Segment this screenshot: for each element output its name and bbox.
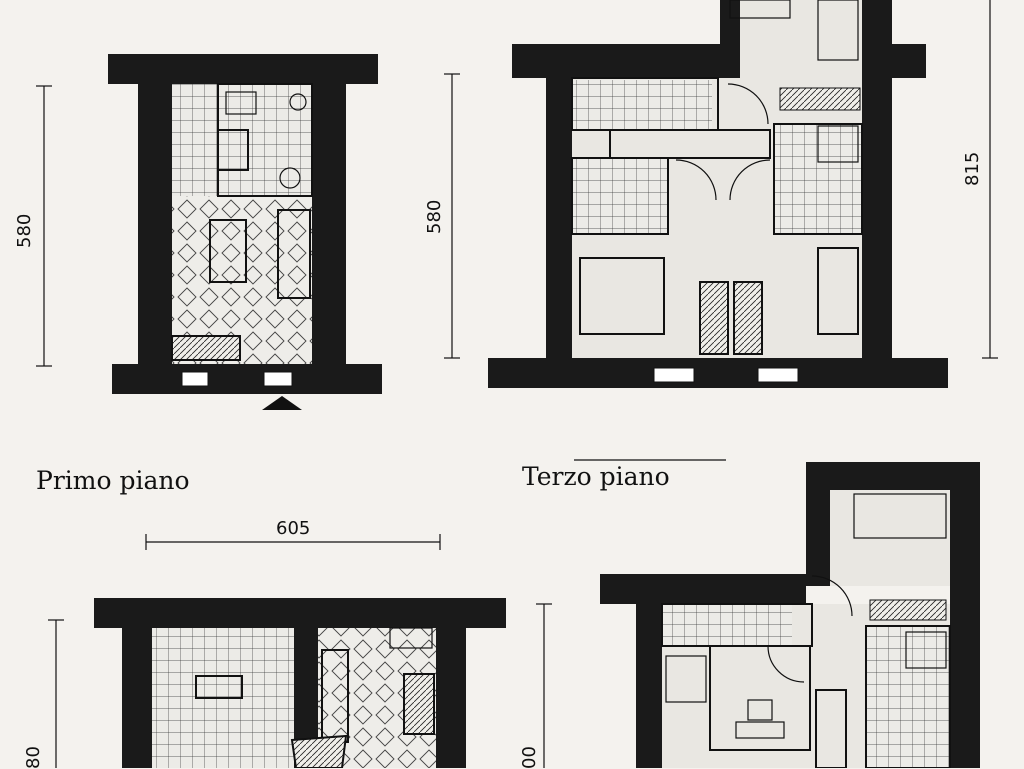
entrance-arrow-icon bbox=[262, 396, 302, 410]
dimension-bottom-mid-height bbox=[536, 603, 552, 768]
dim-label-bottom-left-height: 80 bbox=[23, 746, 44, 769]
dimension-p1-height bbox=[36, 85, 52, 367]
plan-primo-piano bbox=[108, 54, 382, 410]
plan-bottom-right bbox=[600, 462, 980, 768]
plan-bottom-left bbox=[94, 598, 506, 768]
dimension-p3-right-height bbox=[982, 0, 998, 359]
dimension-p3-height bbox=[444, 73, 460, 359]
dimension-bottom-width bbox=[145, 534, 441, 550]
dimension-bottom-left-height bbox=[48, 619, 64, 768]
dim-label-bottom-mid-height: 00 bbox=[519, 746, 540, 769]
floor-title-terzo-piano: Terzo piano bbox=[522, 462, 670, 491]
floor-title-primo-piano: Primo piano bbox=[36, 466, 190, 495]
dim-label-p3-height: 580 bbox=[424, 199, 445, 234]
dim-label-p3-right-height: 815 bbox=[962, 151, 983, 186]
plan-terzo-piano bbox=[488, 0, 948, 388]
dim-label-p1-height: 580 bbox=[14, 213, 35, 248]
roof-edge bbox=[108, 54, 378, 84]
dim-label-bottom-width: 605 bbox=[276, 518, 311, 539]
